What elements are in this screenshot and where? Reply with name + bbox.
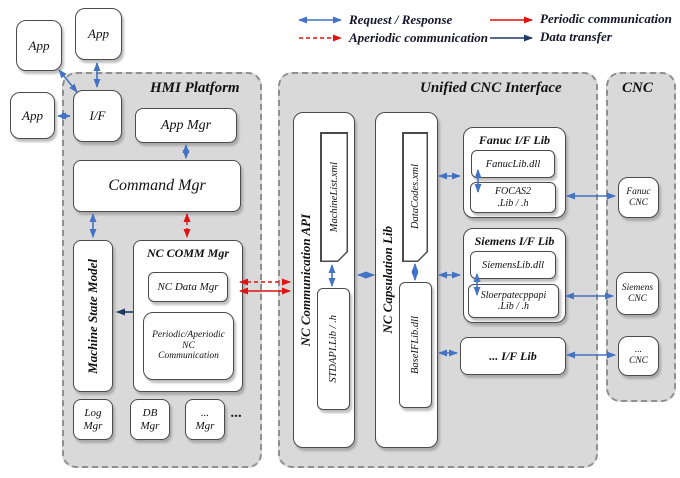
cnc-panel-title: CNC [622, 80, 653, 96]
log-mgr-box: Log Mgr [73, 399, 113, 440]
machinelist-xml-document: MachineList.xml [320, 132, 348, 262]
hmi-more-managers-ellipsis: ... [231, 405, 243, 421]
siemenslib-dll-box: SiemensLib.dll [470, 251, 556, 279]
machine-state-model-label: Machine State Model [85, 258, 100, 374]
fanuclib-dll-box: FanucLib.dll [471, 150, 555, 178]
baseif-lib-box: BaseIFLib.dll [399, 282, 432, 408]
legend-aperiodic-label: Aperiodic communication [349, 30, 489, 45]
command-mgr-box: Command Mgr [73, 160, 241, 212]
periodic-aperiodic-box: Periodic/Aperiodic NC Communication [143, 312, 234, 380]
stdapi-lib-label: STDAPI.Lib / .h [328, 315, 339, 383]
nc-capsulation-lib-label: NC Capsulation Lib [380, 226, 395, 334]
cnc-panel [606, 72, 676, 402]
legend-request-response-label: Request / Response [349, 12, 453, 27]
app-box-2: App [75, 8, 122, 60]
nc-comm-mgr-title: NC COMM Mgr [146, 246, 230, 260]
sloperatecppapi-lib-box: Sloerpatecppapi .Lib / .h [468, 284, 559, 318]
datacodes-xml-label: DataCodes.xml [409, 164, 421, 230]
etc-if-lib-box: ... I/F Lib [460, 337, 566, 375]
hmi-platform-title: HMI Platform [150, 80, 240, 96]
legend-periodic-label: Periodic communication [540, 11, 672, 26]
app-mgr-box: App Mgr [135, 108, 237, 143]
nc-data-mgr-box: NC Data Mgr [148, 272, 228, 302]
nc-communication-api-label: NC Communication API [298, 213, 313, 347]
fanuc-if-lib-title: Fanuc I/F Lib [478, 133, 551, 147]
baseif-lib-label: BaseIFLib.dll [410, 315, 421, 375]
stdapi-lib-box: STDAPI.Lib / .h [317, 288, 350, 410]
db-mgr-box: DB Mgr [130, 399, 170, 440]
if-box: I/F [73, 90, 122, 142]
focas2-lib-box: FOCAS2 .Lib / .h [470, 182, 556, 213]
datacodes-xml-document: DataCodes.xml [402, 132, 428, 262]
etc-mgr-box: ... Mgr [185, 399, 225, 440]
machine-state-model-box: Machine State Model [73, 240, 113, 392]
etc-cnc-box: ... CNC [618, 336, 659, 376]
legend-data-transfer-label: Data transfer [540, 29, 612, 44]
app-box-1: App [16, 20, 62, 71]
app-box-3: App [10, 92, 55, 139]
unified-cnc-interface-title: Unified CNC Interface [420, 80, 562, 96]
fanuc-cnc-box: Fanuc CNC [618, 177, 659, 218]
machinelist-xml-label: MachineList.xml [328, 161, 340, 233]
siemens-if-lib-title: Siemens I/F Lib [474, 234, 555, 248]
siemens-cnc-box: Siemens CNC [616, 272, 659, 315]
